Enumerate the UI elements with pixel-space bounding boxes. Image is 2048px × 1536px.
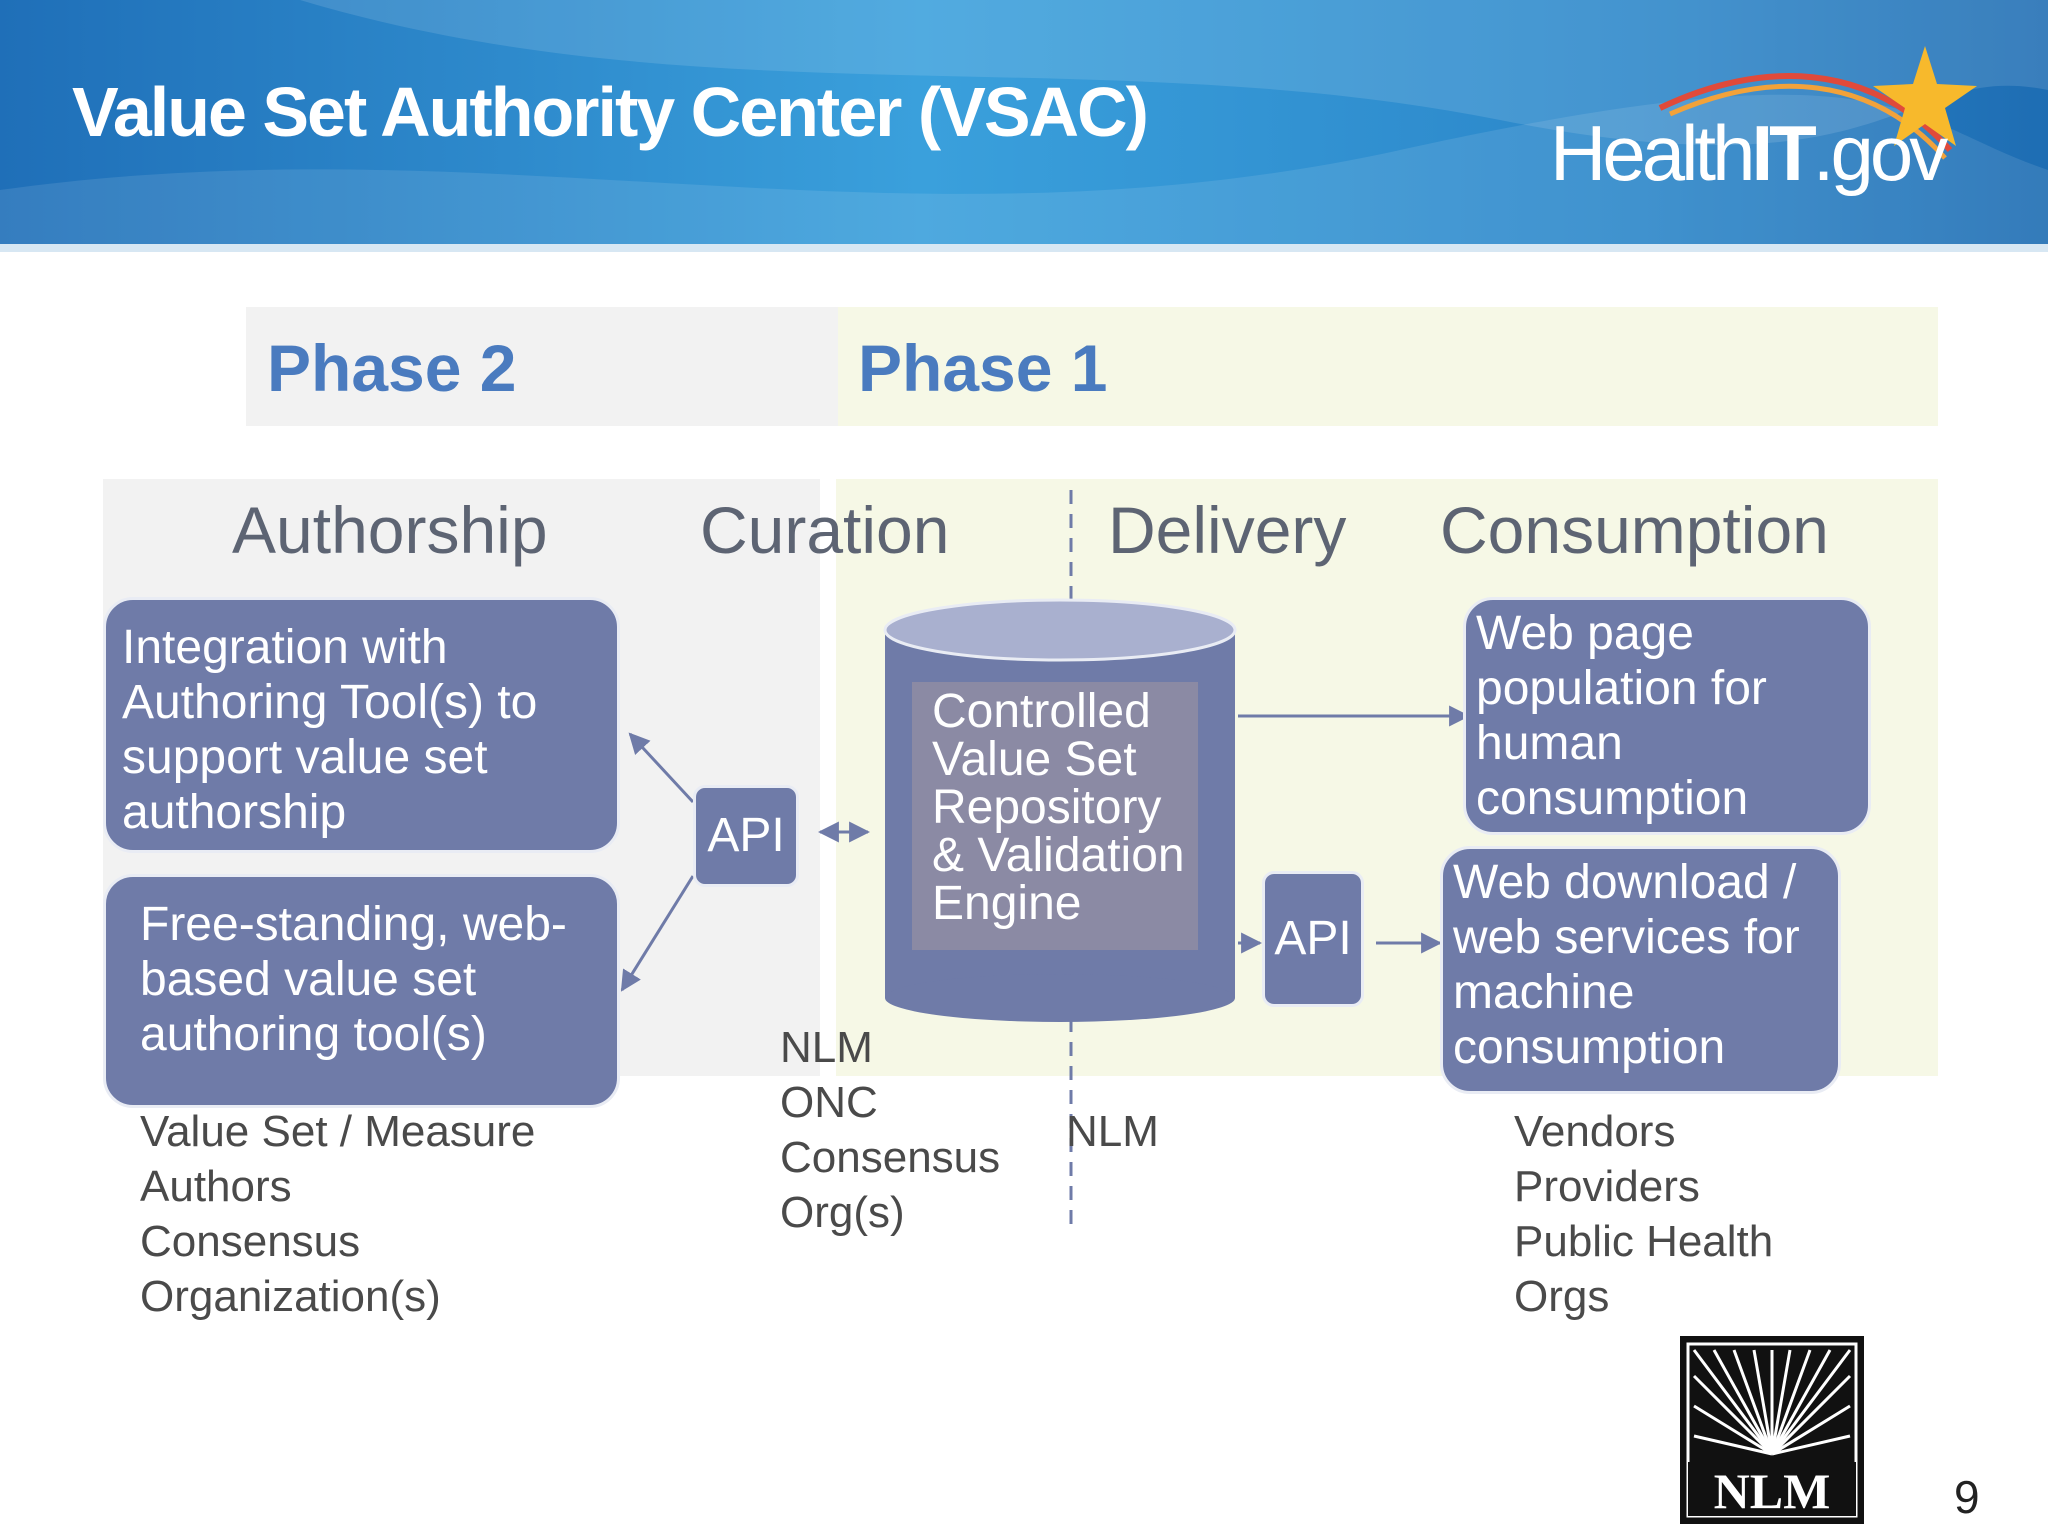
curation-header: Curation — [700, 493, 950, 567]
phase-2-label: Phase 2 — [267, 331, 517, 405]
integration-authoring-tools-box: Integration with Authoring Tool(s) to su… — [103, 597, 620, 853]
header-banner — [0, 0, 2048, 252]
healthit-logo-graphic — [1658, 46, 1977, 160]
slide-title: Value Set Authority Center (VSAC) — [72, 73, 1149, 151]
phase-1-band — [838, 307, 1938, 426]
curation-api-box: API — [693, 785, 799, 887]
web-download-services-box: Web download / web services for machine … — [1440, 846, 1841, 1094]
consumption-header: Consumption — [1440, 493, 1829, 567]
phase-1-label: Phase 1 — [858, 331, 1108, 405]
curation-stakeholders: NLM ONC Consensus Org(s) — [780, 1023, 1001, 1237]
phase-2-band — [246, 307, 838, 426]
consumption-stakeholders: Vendors Providers Public Health Orgs — [1514, 1107, 1774, 1321]
delivery-api-box: API — [1262, 871, 1364, 1007]
healthit-logo-text: HealthIT.gov — [1550, 109, 1948, 197]
authorship-stakeholders: Value Set / Measure Authors Consensus Or… — [140, 1107, 536, 1321]
free-standing-authoring-tool-box: Free-standing, web-based value set autho… — [103, 874, 620, 1108]
web-page-population-box: Web page population for human consumptio… — [1463, 597, 1871, 835]
page-number: 9 — [1954, 1471, 1980, 1523]
repository-label-panel — [912, 682, 1198, 950]
authorship-header: Authorship — [232, 493, 548, 567]
repository-label: Controlled Value Set Repository & Valida… — [932, 685, 1185, 930]
delivery-stakeholders: NLM — [1066, 1107, 1159, 1156]
nlm-logo-text: NLM — [1714, 1463, 1831, 1519]
nlm-logo: NLM — [1680, 1336, 1864, 1524]
delivery-header: Delivery — [1108, 493, 1347, 567]
